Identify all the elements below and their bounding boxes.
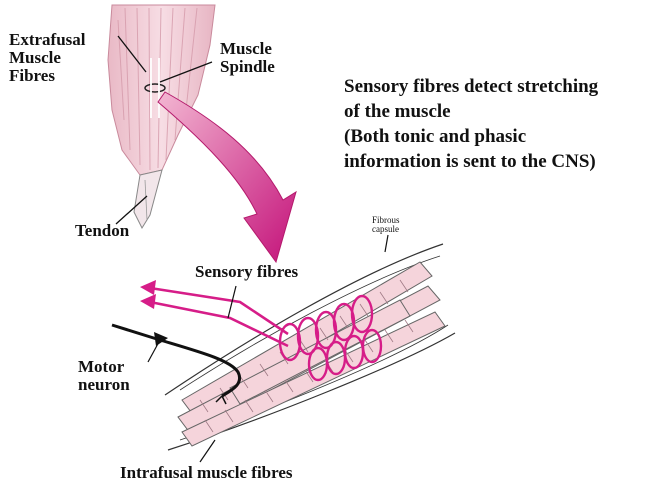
extrafusal-line-2: Muscle (9, 49, 86, 67)
sensory-fibres-label: Sensory fibres (195, 263, 298, 281)
caption-line-4: information is sent to the CNS) (344, 149, 598, 174)
tendon-label: Tendon (75, 222, 129, 240)
extrafusal-muscle-fibres-label: Extrafusal Muscle Fibres (9, 31, 86, 85)
extrafusal-line-3: Fibres (9, 67, 86, 85)
fibrous-capsule-line-2: capsule (372, 225, 400, 234)
motor-neuron-line-2: neuron (78, 376, 130, 394)
motor-neuron-label: Motor neuron (78, 358, 130, 394)
fibrous-capsule-label: Fibrous capsule (372, 216, 400, 234)
muscle-belly (108, 5, 215, 175)
intrafusal-muscle-fibres-label: Intrafusal muscle fibres (120, 464, 293, 482)
caption-line-3: (Both tonic and phasic (344, 124, 598, 149)
sensory-arrowheads (140, 280, 156, 309)
caption-block: Sensory fibres detect stretching of the … (344, 74, 598, 174)
caption-line-1: Sensory fibres detect stretching (344, 74, 598, 99)
sensory-fibre-paths (150, 288, 288, 346)
muscle-spindle-label: Muscle Spindle (220, 40, 275, 76)
tendon-shape (134, 170, 162, 228)
motor-neuron-line-1: Motor (78, 358, 130, 376)
motor-neuron-arrowhead (154, 332, 168, 346)
caption-line-2: of the muscle (344, 99, 598, 124)
magnification-arrow (158, 92, 296, 262)
muscle-spindle-line-2: Spindle (220, 58, 275, 76)
extrafusal-line-1: Extrafusal (9, 31, 86, 49)
muscle-spindle-line-1: Muscle (220, 40, 275, 58)
